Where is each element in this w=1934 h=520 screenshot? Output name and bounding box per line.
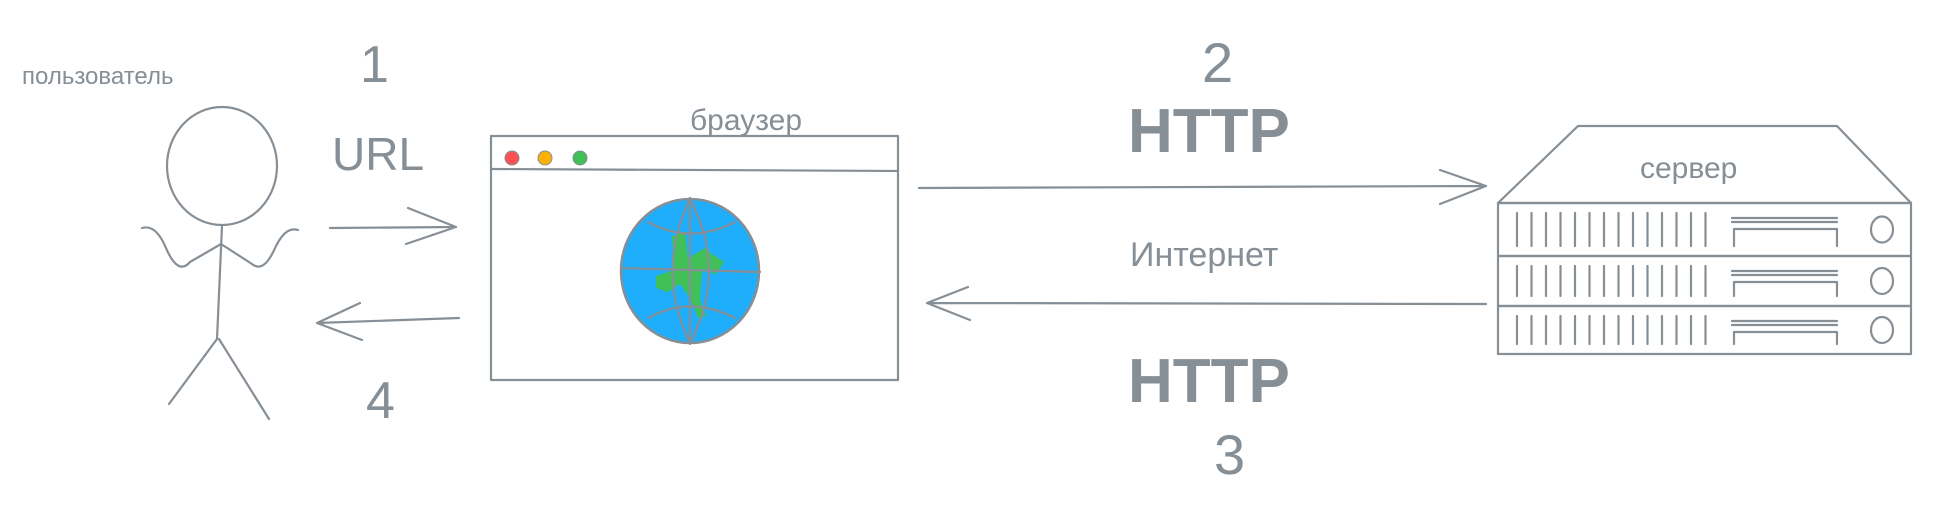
arrow-browser-to-server xyxy=(917,168,1488,206)
user-legs xyxy=(167,337,271,421)
step-1-number: 1 xyxy=(360,36,389,94)
power-button-icon xyxy=(1869,315,1895,345)
step-3-label: HTTP xyxy=(1128,347,1290,416)
server-unit xyxy=(1496,304,1913,356)
step-3-number: 3 xyxy=(1214,423,1245,486)
step-4-number: 4 xyxy=(366,372,395,430)
browser-label: браузер xyxy=(690,104,802,137)
browser-frame xyxy=(489,134,900,382)
server-label: сервер xyxy=(1640,152,1737,185)
user-head xyxy=(165,105,279,227)
server-unit-outline xyxy=(1496,304,1913,356)
globe-icon xyxy=(619,196,762,346)
step-1-label: URL xyxy=(332,128,424,180)
server-unit-outline xyxy=(1496,201,1913,258)
close-dot-icon xyxy=(504,150,520,166)
maximize-dot-icon xyxy=(572,150,588,166)
server-icon: сервер xyxy=(1496,124,1913,356)
user-label: пользователь xyxy=(22,63,174,90)
arrow-server-to-browser xyxy=(925,285,1488,322)
server-unit xyxy=(1496,254,1913,308)
server-unit xyxy=(1496,201,1913,258)
power-button-icon xyxy=(1869,266,1895,296)
user-figure: пользователь xyxy=(22,63,300,421)
step-2-number: 2 xyxy=(1202,31,1233,94)
arrow-user-to-browser xyxy=(328,206,458,246)
step-2-label: HTTP xyxy=(1128,97,1290,166)
user-arms xyxy=(140,226,300,268)
browser-titlebar-divider xyxy=(489,167,900,173)
internet-label: Интернет xyxy=(1130,236,1278,274)
power-button-icon xyxy=(1869,215,1895,244)
minimize-dot-icon xyxy=(537,150,553,166)
browser-window: браузер xyxy=(489,104,900,382)
server-unit-outline xyxy=(1496,254,1913,308)
arrow-browser-to-user xyxy=(315,301,461,342)
